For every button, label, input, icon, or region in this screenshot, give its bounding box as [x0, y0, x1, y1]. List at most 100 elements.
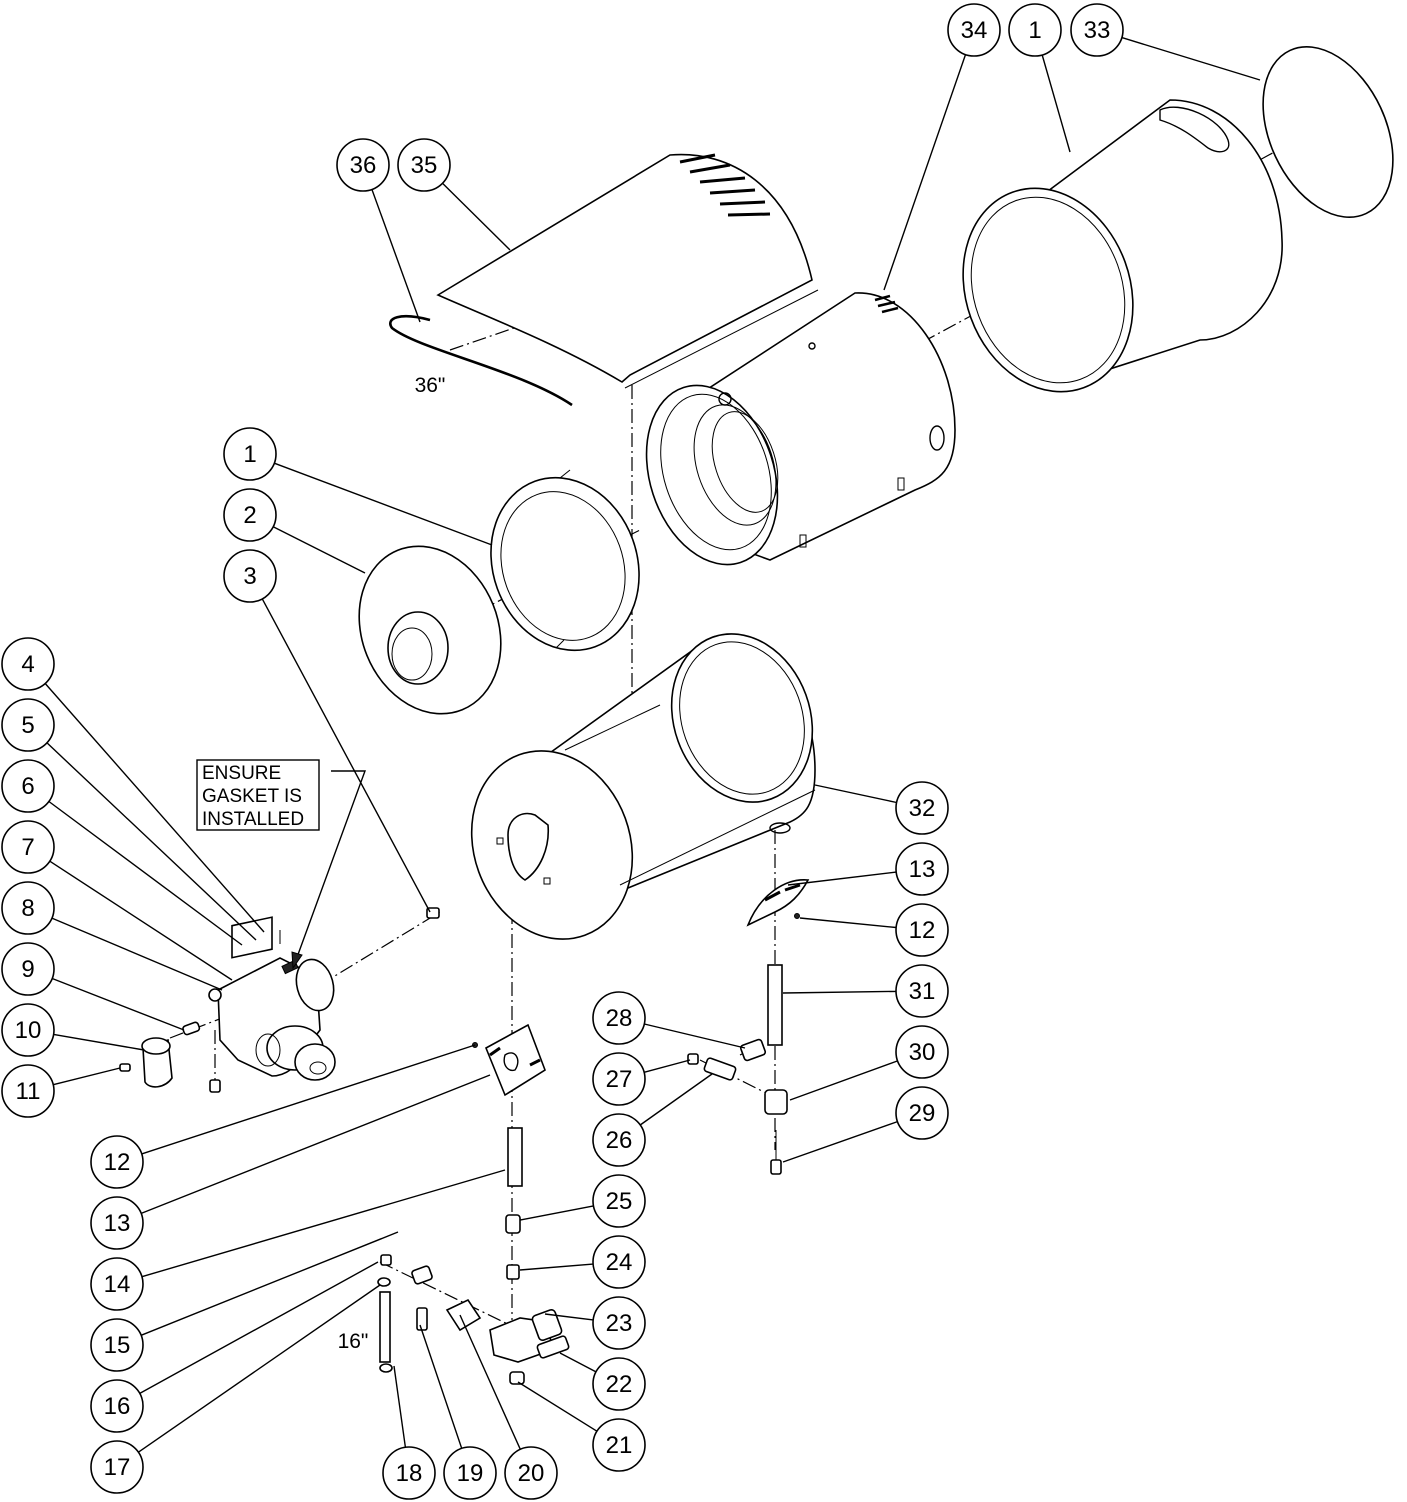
callout-19: 19: [419, 1324, 497, 1500]
callout-bubble: [1008, 3, 1062, 57]
leader-line: [139, 1261, 379, 1395]
leader-line: [419, 1324, 463, 1449]
leader-line: [442, 182, 511, 251]
leader-line: [517, 1381, 598, 1432]
callout-label: 36: [350, 152, 377, 179]
parts-9-11-hardware: [119, 1021, 221, 1093]
part-36-gasket-cord: [389, 315, 573, 407]
callout-bubble: [592, 991, 646, 1045]
callout-bubble: [1, 637, 55, 691]
callout-label: 15: [104, 1332, 131, 1359]
callout-7: 7: [1, 820, 233, 981]
part-1-ring: [490, 469, 640, 652]
callout-bubble: [1, 942, 55, 996]
callout-4: 4: [1, 637, 265, 933]
gasket-note: ENSURE GASKET IS INSTALLED: [196, 759, 367, 970]
callout-label: 7: [21, 834, 34, 861]
callout-label: 11: [16, 1078, 41, 1105]
callout-33: 33: [1070, 3, 1261, 81]
callout-bubble: [90, 1318, 144, 1372]
callout-bubble: [223, 488, 277, 542]
leader-line: [51, 977, 185, 1031]
callout-bubble: [397, 138, 451, 192]
callout-17: 17: [90, 1284, 381, 1494]
callout-21: 21: [517, 1381, 646, 1472]
callout-label: 34: [961, 17, 988, 44]
callout-34: 34: [883, 3, 1001, 291]
leader-line: [140, 1074, 491, 1215]
callout-label: 28: [606, 1005, 633, 1032]
part-32-lower-housing: [470, 633, 816, 940]
callout-18: 18: [382, 1365, 436, 1500]
callout-12: 12: [90, 1044, 476, 1189]
callout-13: 13: [787, 842, 949, 896]
callout-10: 10: [1, 1003, 145, 1057]
callout-22: 22: [559, 1352, 646, 1411]
parts-24-25-fittings: [505, 1214, 521, 1280]
callout-label: 32: [909, 795, 936, 822]
part-35-top-shroud: [436, 153, 819, 389]
leader-line: [49, 860, 233, 981]
callout-31: 31: [782, 964, 949, 1018]
callout-label: 29: [909, 1100, 936, 1127]
callout-1: 1: [223, 427, 493, 546]
callout-bubble: [223, 549, 277, 603]
leader-line: [1041, 54, 1071, 153]
callout-label: 21: [606, 1432, 633, 1459]
callout-label: 22: [606, 1371, 633, 1398]
leader-line: [644, 1023, 746, 1049]
callout-14: 14: [90, 1169, 506, 1311]
callout-2: 2: [223, 488, 366, 574]
leader-line: [48, 800, 243, 946]
callout-label: 9: [21, 956, 34, 983]
callout-label: 19: [457, 1460, 484, 1487]
parts-26-31-fittings: [687, 964, 788, 1175]
part-1-outer-shell: [962, 99, 1283, 393]
callout-bubble: [90, 1440, 144, 1494]
callout-bubble: [1, 820, 55, 874]
callout-label: 30: [909, 1039, 936, 1066]
callout-12: 12: [799, 903, 949, 957]
callout-bubble: [895, 1025, 949, 1079]
leader-line: [519, 1263, 594, 1271]
note-line-3: INSTALLED: [202, 809, 304, 830]
callout-label: 4: [21, 651, 34, 678]
leader-line: [53, 1033, 145, 1051]
leader-line: [272, 526, 366, 574]
callout-bubble: [895, 1086, 949, 1140]
leader-line: [393, 1365, 407, 1448]
callout-bubble: [592, 1174, 646, 1228]
callout-bubble: [895, 781, 949, 835]
leader-line: [459, 1314, 521, 1450]
leader-line: [53, 1067, 121, 1086]
leader-line: [371, 189, 421, 323]
callout-bubble: [443, 1446, 497, 1500]
callout-bubble: [592, 1235, 646, 1289]
parts-15-20-fittings: [377, 1254, 482, 1373]
callout-label: 20: [518, 1460, 545, 1487]
callout-label: 17: [104, 1454, 131, 1481]
callout-bubble: [90, 1196, 144, 1250]
callout-bubble: [1, 1064, 55, 1118]
callout-bubble: [1, 759, 55, 813]
callout-label: 35: [411, 152, 438, 179]
callout-label: 1: [1028, 17, 1041, 44]
callout-label: 10: [15, 1017, 42, 1044]
leader-line: [799, 917, 897, 929]
leader-line: [883, 54, 967, 291]
callout-36: 36: [336, 138, 421, 323]
leader-line: [787, 871, 897, 886]
callout-label: 31: [909, 978, 936, 1005]
callout-label: 13: [104, 1210, 131, 1237]
callout-label: 14: [104, 1271, 131, 1298]
callout-24: 24: [519, 1235, 646, 1289]
leader-line: [1121, 36, 1261, 81]
callout-8: 8: [1, 881, 223, 991]
leader-line: [782, 1120, 898, 1163]
callout-32: 32: [814, 781, 949, 835]
leader-line: [639, 1073, 713, 1126]
callout-label: 12: [909, 917, 936, 944]
leader-line: [51, 917, 223, 991]
callout-label: 12: [104, 1149, 131, 1176]
